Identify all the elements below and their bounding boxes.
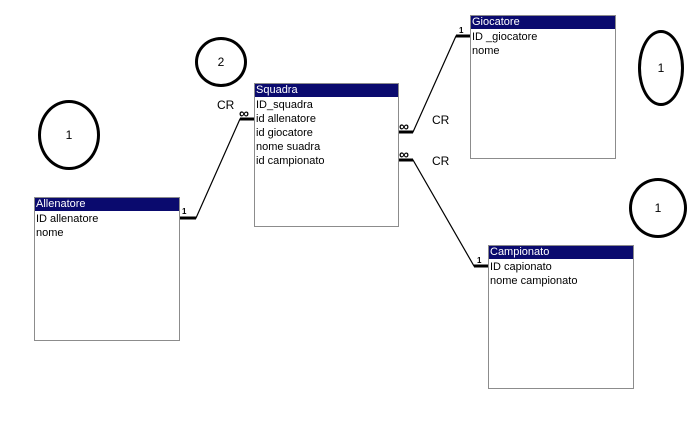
table-campionato[interactable]: Campionato ID capionato nome campionato — [488, 245, 634, 389]
annotation-ellipse-giocatore: 1 — [638, 30, 684, 106]
cardinality-one-allenatore: 1 — [182, 207, 187, 216]
field-list-squadra: ID_squadra id allenatore id giocatore no… — [255, 97, 398, 168]
annotation-number: 2 — [217, 55, 225, 69]
relationship-label-allenatore-squadra: CR — [217, 98, 235, 112]
table-giocatore[interactable]: Giocatore ID _giocatore nome — [470, 15, 616, 159]
annotation-number: 1 — [65, 128, 73, 142]
field-list-campionato: ID capionato nome campionato — [489, 259, 633, 288]
annotation-ellipse-squadra: 2 — [195, 37, 247, 87]
table-allenatore[interactable]: Allenatore ID allenatore nome — [34, 197, 180, 341]
field-list-giocatore: ID _giocatore nome — [471, 29, 615, 58]
field-row[interactable]: ID _giocatore — [472, 31, 538, 43]
field-row[interactable]: id allenatore — [256, 113, 316, 125]
field-row[interactable]: ID capionato — [490, 261, 552, 273]
relationship-label-squadra-giocatore: CR — [432, 113, 450, 127]
field-row[interactable]: nome suadra — [256, 141, 321, 153]
annotation-number: 1 — [654, 201, 662, 215]
table-title-giocatore: Giocatore — [471, 16, 615, 29]
cardinality-one-campionato: 1 — [477, 256, 482, 265]
table-title-squadra: Squadra — [255, 84, 398, 97]
field-row[interactable]: nome — [472, 45, 500, 57]
relationship-line-allenatore-squadra — [180, 118, 255, 219]
annotation-ellipse-campionato: 1 — [629, 178, 687, 238]
field-list-allenatore: ID allenatore nome — [35, 211, 179, 240]
annotation-number: 1 — [657, 61, 665, 75]
cardinality-many-squadra-allenatore: ∞ — [239, 105, 249, 121]
cardinality-many-squadra-giocatore: ∞ — [399, 118, 409, 134]
annotation-ellipse-allenatore: 1 — [38, 100, 100, 170]
cardinality-many-squadra-campionato: ∞ — [399, 146, 409, 162]
relationship-line-squadra-campionato — [399, 159, 489, 267]
field-row[interactable]: ID allenatore — [36, 213, 99, 225]
table-title-allenatore: Allenatore — [35, 198, 179, 211]
relationship-label-squadra-campionato: CR — [432, 154, 450, 168]
table-squadra[interactable]: Squadra ID_squadra id allenatore id gioc… — [254, 83, 399, 227]
table-title-campionato: Campionato — [489, 246, 633, 259]
field-row[interactable]: nome — [36, 227, 64, 239]
field-row[interactable]: id campionato — [256, 155, 325, 167]
field-row[interactable]: id giocatore — [256, 127, 313, 139]
field-row[interactable]: ID_squadra — [256, 99, 313, 111]
cardinality-one-giocatore: 1 — [459, 26, 464, 35]
field-row[interactable]: nome campionato — [490, 275, 578, 287]
